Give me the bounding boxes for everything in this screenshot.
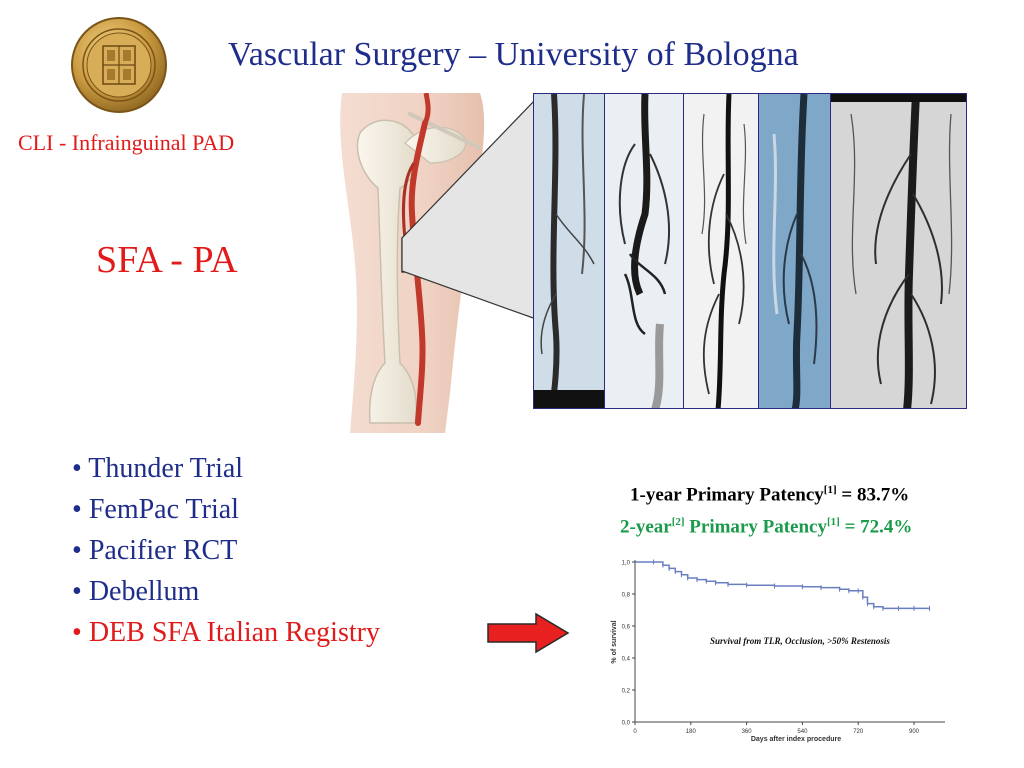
y-tick-label: 1,0 — [622, 561, 631, 567]
x-tick-label: 360 — [742, 729, 753, 735]
two-year-patency: 2-year[2] Primary Patency[1] = 72.4% — [620, 516, 913, 538]
y-axis-label: % of survival — [611, 620, 618, 663]
chart-annotation: Survival from TLR, Occlusion, >50% Reste… — [710, 636, 890, 646]
x-tick-label: 720 — [853, 729, 864, 735]
x-tick-label: 540 — [797, 729, 808, 735]
trial-item-highlight: DEB SFA Italian Registry — [72, 612, 380, 653]
x-tick-label: 180 — [686, 729, 697, 735]
y-tick-label: 0,0 — [622, 721, 631, 727]
x-tick-label: 0 — [633, 729, 637, 735]
university-seal-logo — [71, 17, 167, 113]
angiogram-panel-2 — [604, 93, 684, 409]
page-title: Vascular Surgery – University of Bologna — [228, 36, 799, 73]
zoom-connector — [401, 97, 537, 320]
x-axis-label: Days after index procedure — [751, 736, 841, 743]
angiogram-panel-5 — [830, 93, 967, 409]
y-tick-label: 0,8 — [622, 593, 631, 599]
region-label: SFA - PA — [96, 239, 238, 281]
y-tick-label: 0,2 — [622, 689, 631, 695]
arrow-right-icon — [487, 612, 570, 654]
survival-chart: 0,0 0,2 0,4 0,6 0,8 1,0 0 180 360 540 720 900 Surv… — [611, 559, 945, 743]
trial-item: Thunder Trial — [72, 448, 380, 489]
angiogram-panel-1 — [533, 93, 605, 409]
trial-item: FemPac Trial — [72, 489, 380, 530]
y-tick-label: 0,4 — [622, 657, 631, 663]
one-year-patency: 1-year Primary Patency[1] = 83.7% — [630, 484, 910, 506]
trial-item: Debellum — [72, 571, 380, 612]
trial-list: Thunder Trial FemPac Trial Pacifier RCT … — [72, 448, 380, 653]
angiogram-panel-3 — [683, 93, 760, 409]
x-tick-label: 900 — [909, 729, 920, 735]
angiogram-panel-4 — [758, 93, 832, 409]
trial-item: Pacifier RCT — [72, 530, 380, 571]
survival-curve — [635, 561, 930, 610]
y-tick-label: 0,6 — [622, 625, 631, 631]
subtitle: CLI - Infrainguinal PAD — [18, 130, 235, 155]
